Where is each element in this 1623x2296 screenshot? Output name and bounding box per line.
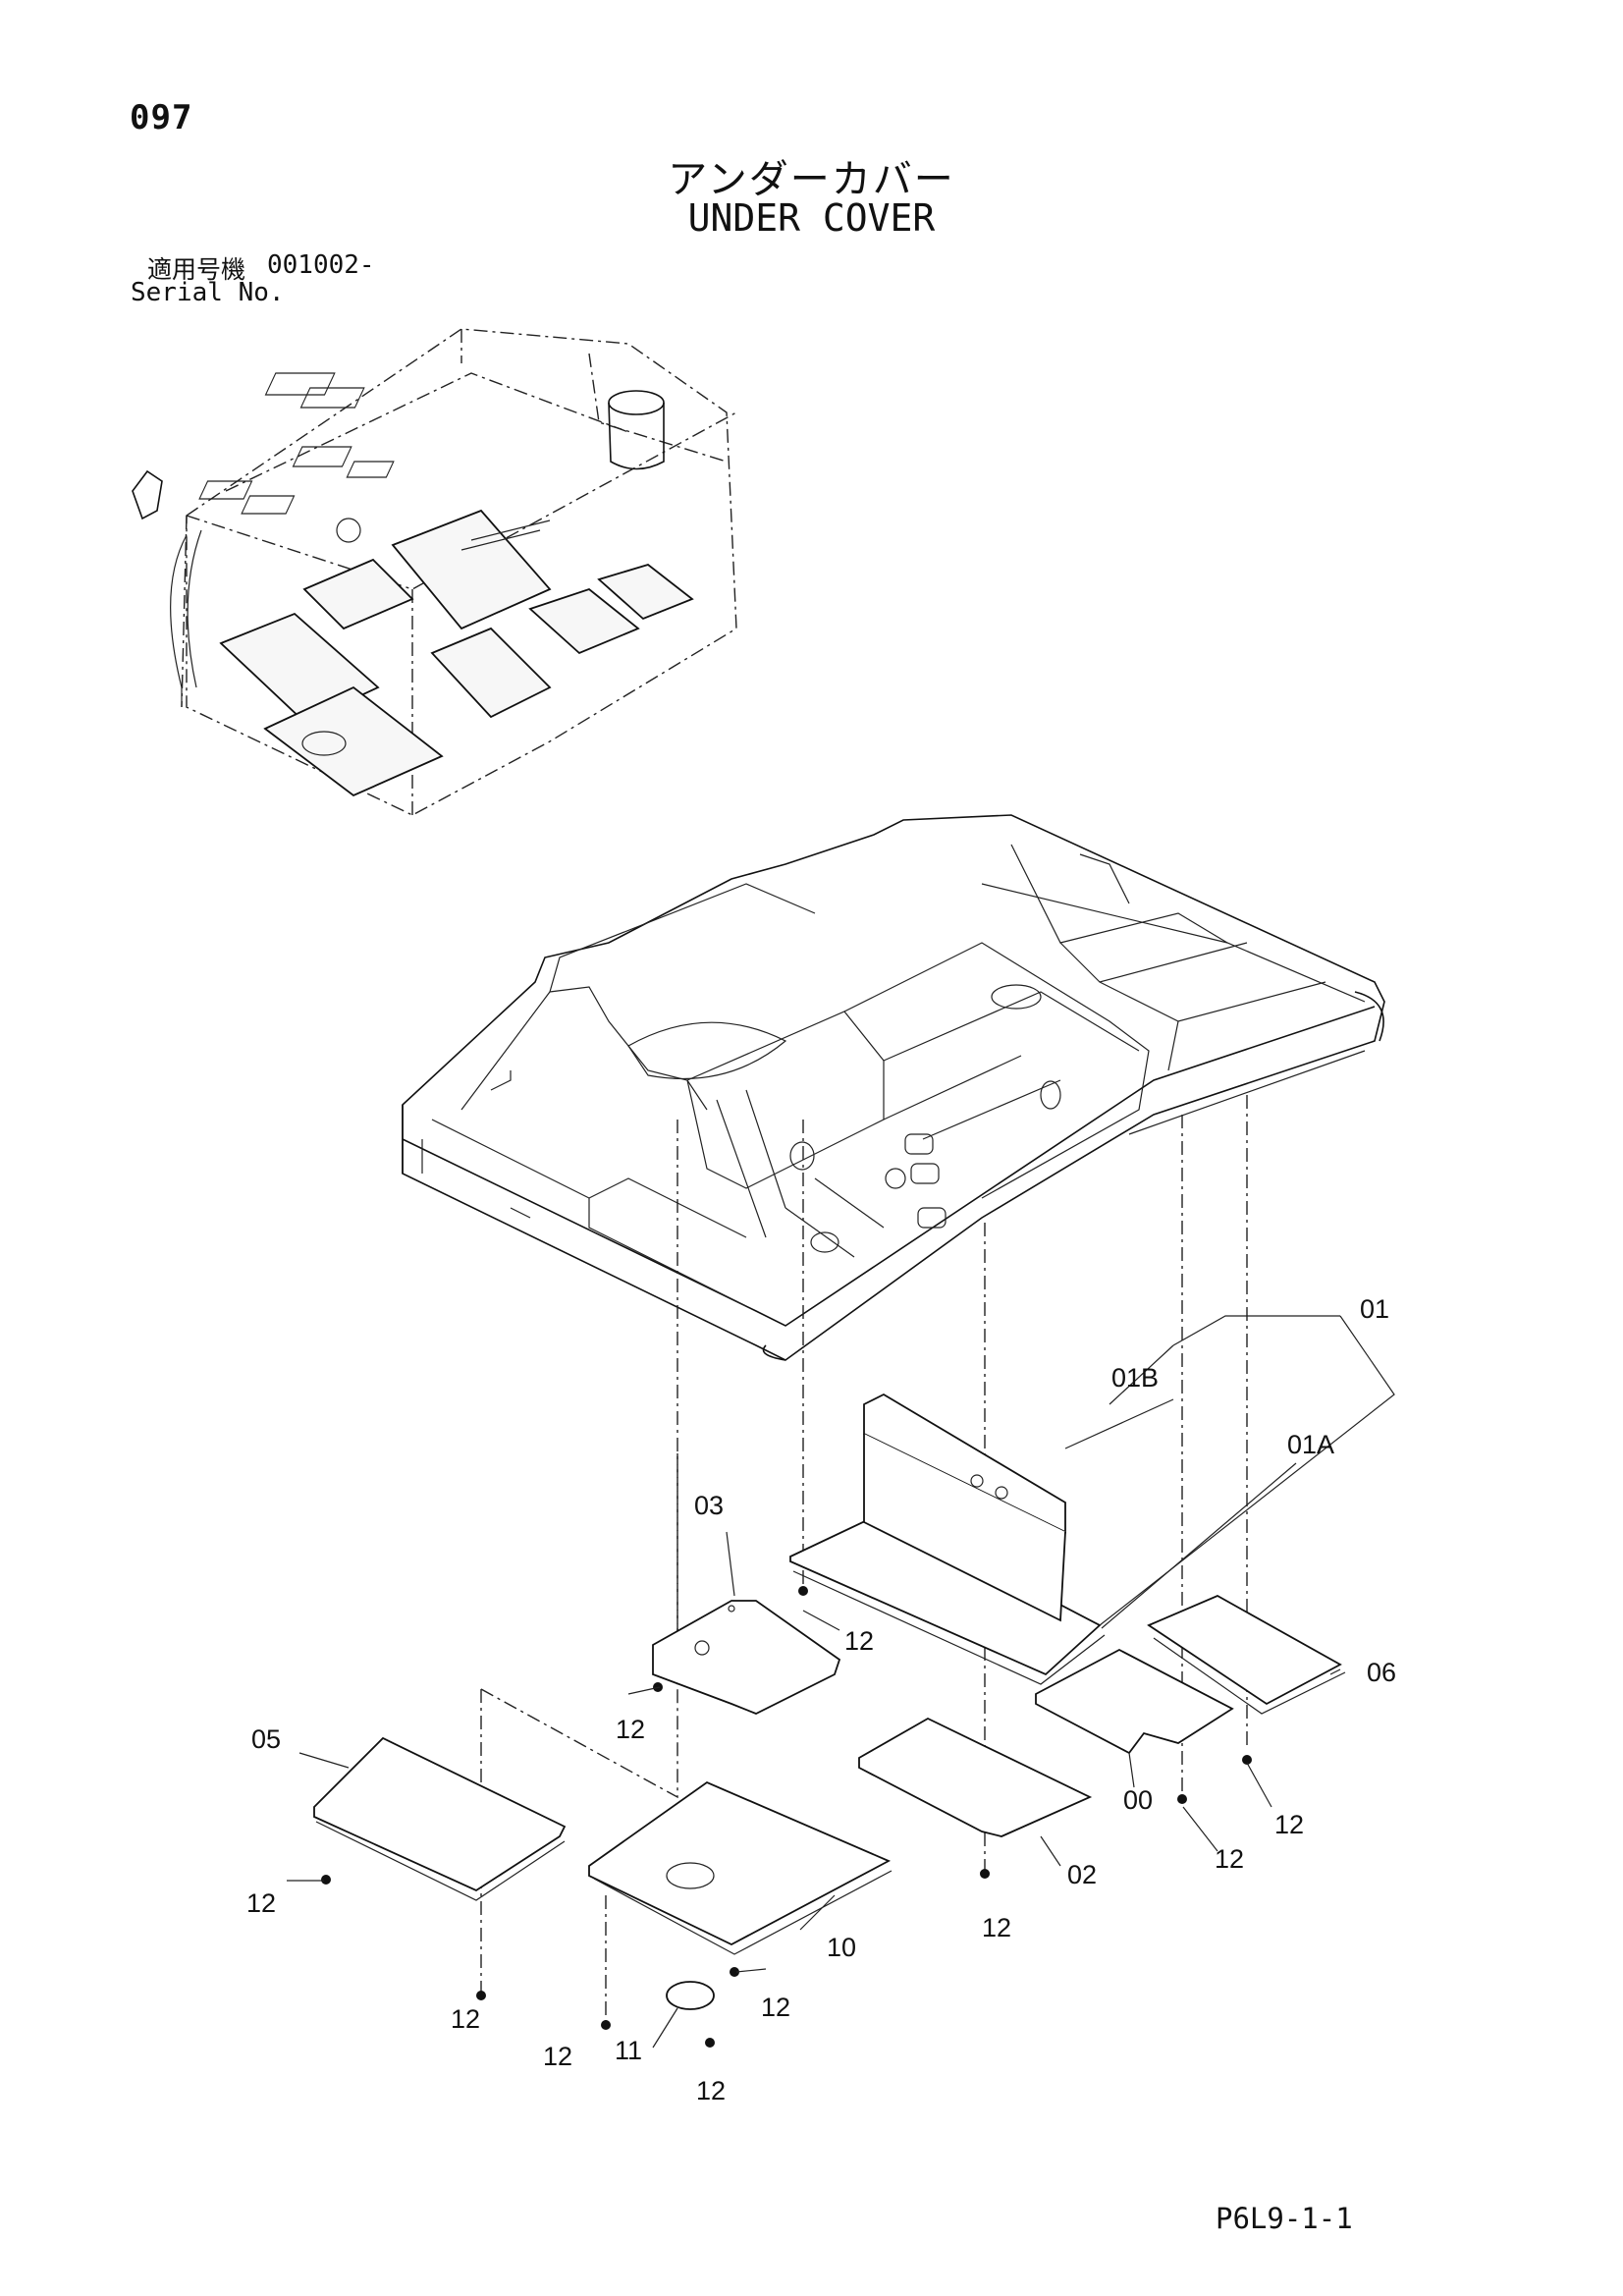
callout-03: 03 [694,1491,724,1520]
revolving-frame-drawing [402,814,1385,1361]
callout-12: 12 [616,1715,645,1744]
serial-label-english: Serial No. [131,278,285,307]
serial-number-value: 001002- [267,250,375,280]
part-02-plate [858,1717,1093,1837]
callout-12: 12 [1274,1810,1304,1839]
page-title-japanese: アンダーカバー [668,157,955,202]
callout-12: 12 [696,2076,726,2105]
callout-leader-lines [287,1315,1395,2049]
callout-00: 00 [1123,1785,1153,1815]
part-03-plate [652,1600,841,1715]
part-05-plate [313,1736,567,1901]
callout-labels: 01 01B 01A 03 05 06 00 02 10 11 12 12 12… [246,1294,1396,2105]
part-06-plate [1147,1594,1346,1715]
callout-01B: 01B [1111,1363,1159,1393]
page-number: 097 [130,98,193,137]
callout-12: 12 [844,1626,874,1656]
callout-12: 12 [761,1993,790,2022]
part-10-plate [588,1780,893,1955]
callout-02: 02 [1067,1860,1097,1889]
callout-10: 10 [827,1933,856,1962]
callout-12: 12 [1215,1844,1244,1874]
callout-05: 05 [251,1724,281,1754]
callout-01A: 01A [1287,1430,1334,1459]
part-11-cap [666,1981,715,2010]
callout-12: 12 [246,1888,276,1918]
callout-01: 01 [1360,1294,1389,1324]
callout-11: 11 [615,2036,642,2065]
part-01B-channel [863,1393,1066,1622]
drawing-code: P6L9-1-1 [1216,2202,1353,2235]
callout-12: 12 [982,1913,1011,1942]
serial-label-japanese: 適用号機 [147,255,246,284]
callout-12: 12 [451,2004,480,2034]
part-00-plate [1035,1648,1234,1755]
machine-overview-drawing [132,328,737,816]
page-title-english: UNDER COVER [687,196,936,240]
callout-12: 12 [543,2042,572,2071]
callout-06: 06 [1367,1658,1396,1687]
